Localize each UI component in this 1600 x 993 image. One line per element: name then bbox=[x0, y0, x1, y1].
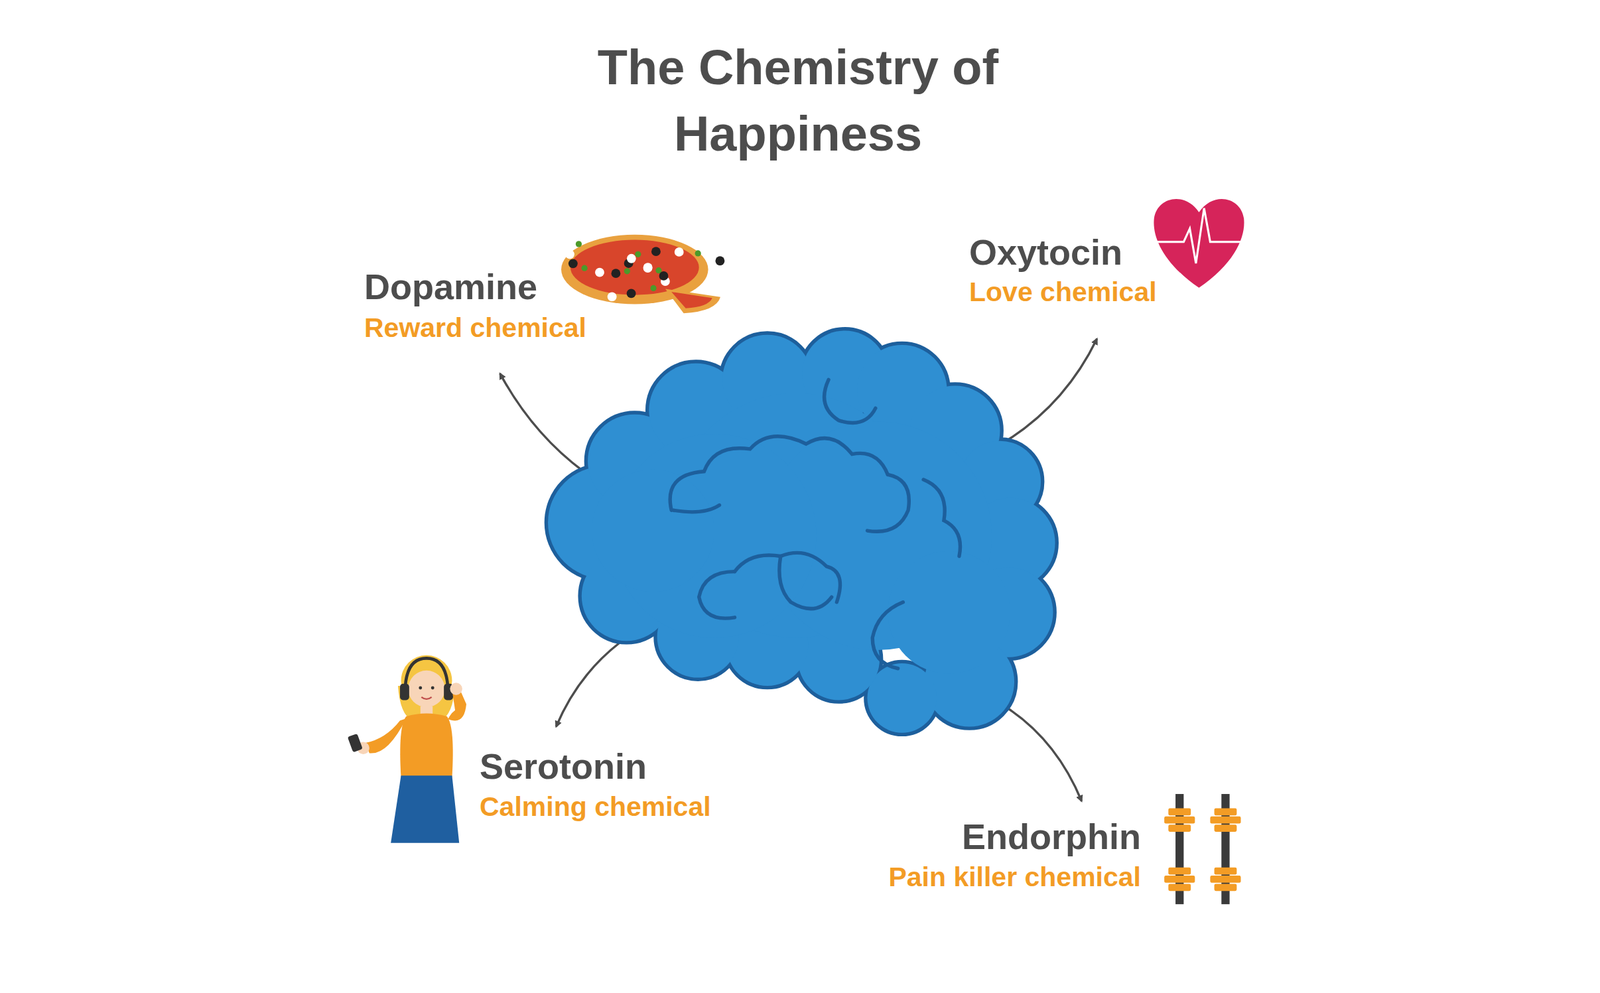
diagram-title: The Chemistry of Happiness bbox=[532, 34, 1064, 168]
brain-fill bbox=[547, 330, 1056, 733]
hand bbox=[449, 682, 462, 695]
dumbbell-plate bbox=[1214, 867, 1238, 875]
pizza-sauce bbox=[570, 240, 700, 296]
brain-folds bbox=[669, 379, 960, 668]
brain-fold bbox=[779, 556, 832, 609]
leader-arrow bbox=[500, 373, 584, 472]
eye bbox=[431, 686, 435, 690]
dumbbell-plate bbox=[1168, 824, 1191, 832]
pizza-topping bbox=[568, 258, 578, 268]
pizza-topping bbox=[695, 250, 702, 257]
dumbbell-plate bbox=[1168, 883, 1191, 891]
pizza-topping bbox=[659, 271, 669, 281]
pizza-topping bbox=[575, 240, 582, 247]
dumbbell-plate bbox=[1214, 808, 1238, 816]
pizza-topping bbox=[643, 262, 653, 272]
pizza-topping bbox=[624, 267, 631, 274]
pizza-topping bbox=[607, 291, 617, 302]
heart-shape bbox=[1153, 199, 1244, 288]
heart-icon bbox=[1153, 199, 1244, 288]
pizza-topping bbox=[674, 247, 684, 257]
brain-fold bbox=[867, 474, 910, 532]
pizza-icon bbox=[561, 234, 725, 314]
dumbbells-icon bbox=[1164, 794, 1241, 905]
brain-lobe-fill bbox=[887, 551, 1011, 674]
leader-arrow bbox=[555, 642, 619, 727]
chemical-role: Calming chemical bbox=[479, 791, 712, 823]
pizza-toppings bbox=[565, 240, 725, 302]
chemical-name: Dopamine bbox=[364, 266, 538, 308]
chemical-role: Love chemical bbox=[969, 276, 1157, 308]
brain-lobe-outline bbox=[867, 663, 938, 734]
dumbbell-plate bbox=[1214, 824, 1238, 832]
brain-fold bbox=[923, 479, 960, 556]
brain-fold bbox=[673, 505, 720, 513]
dumbbell-plate bbox=[1168, 867, 1191, 875]
pizza-topping bbox=[651, 246, 661, 257]
dumbbell-plate bbox=[1168, 808, 1191, 816]
dumbbell-plate bbox=[1214, 883, 1238, 891]
phone bbox=[347, 733, 363, 753]
dumbbell-plate bbox=[1209, 816, 1241, 824]
skirt bbox=[390, 775, 460, 844]
woman-figure bbox=[347, 655, 467, 844]
pizza-topping bbox=[581, 265, 588, 272]
pizza-topping bbox=[610, 268, 621, 278]
pizza-topping bbox=[595, 267, 605, 278]
chemical-role: Pain killer chemical bbox=[888, 861, 1141, 893]
brain-fold bbox=[872, 602, 903, 669]
pizza-topping bbox=[643, 263, 653, 273]
pizza-topping bbox=[626, 289, 637, 299]
headphone-band bbox=[405, 658, 449, 690]
dumbbell-plate bbox=[1209, 875, 1241, 883]
brain-lobe-fill bbox=[591, 469, 715, 593]
pizza-topping bbox=[565, 249, 575, 259]
mouth bbox=[421, 697, 432, 700]
brain-fold bbox=[734, 552, 841, 602]
heartbeat-line bbox=[1156, 208, 1242, 264]
lowered-arm bbox=[365, 718, 407, 753]
brain-fold bbox=[699, 571, 735, 619]
chemical-name: Oxytocin bbox=[969, 231, 1123, 273]
pizza-topping bbox=[650, 285, 657, 292]
pizza-topping bbox=[634, 251, 641, 258]
leader-arrows bbox=[500, 338, 1098, 802]
pizza-slice bbox=[665, 288, 721, 314]
pizza-slice-sauce bbox=[671, 291, 713, 309]
brain-outline bbox=[547, 330, 1056, 733]
headphone-cup bbox=[400, 683, 410, 701]
chemical-role: Reward chemical bbox=[364, 312, 587, 344]
shirt bbox=[400, 713, 453, 778]
face bbox=[407, 670, 445, 708]
brain-fold bbox=[824, 379, 876, 423]
brain-lobe-fill bbox=[867, 663, 938, 734]
pizza-topping bbox=[626, 254, 637, 264]
dumbbell-plate bbox=[1164, 816, 1195, 824]
eye bbox=[418, 686, 422, 690]
leader-arrow bbox=[997, 338, 1097, 447]
chemical-name: Serotonin bbox=[479, 745, 647, 787]
pizza-topping bbox=[715, 256, 725, 266]
brain-fold bbox=[669, 436, 888, 511]
chemical-name: Endorphin bbox=[961, 815, 1141, 858]
brain bbox=[547, 330, 1056, 733]
dumbbell-plate bbox=[1164, 875, 1195, 883]
